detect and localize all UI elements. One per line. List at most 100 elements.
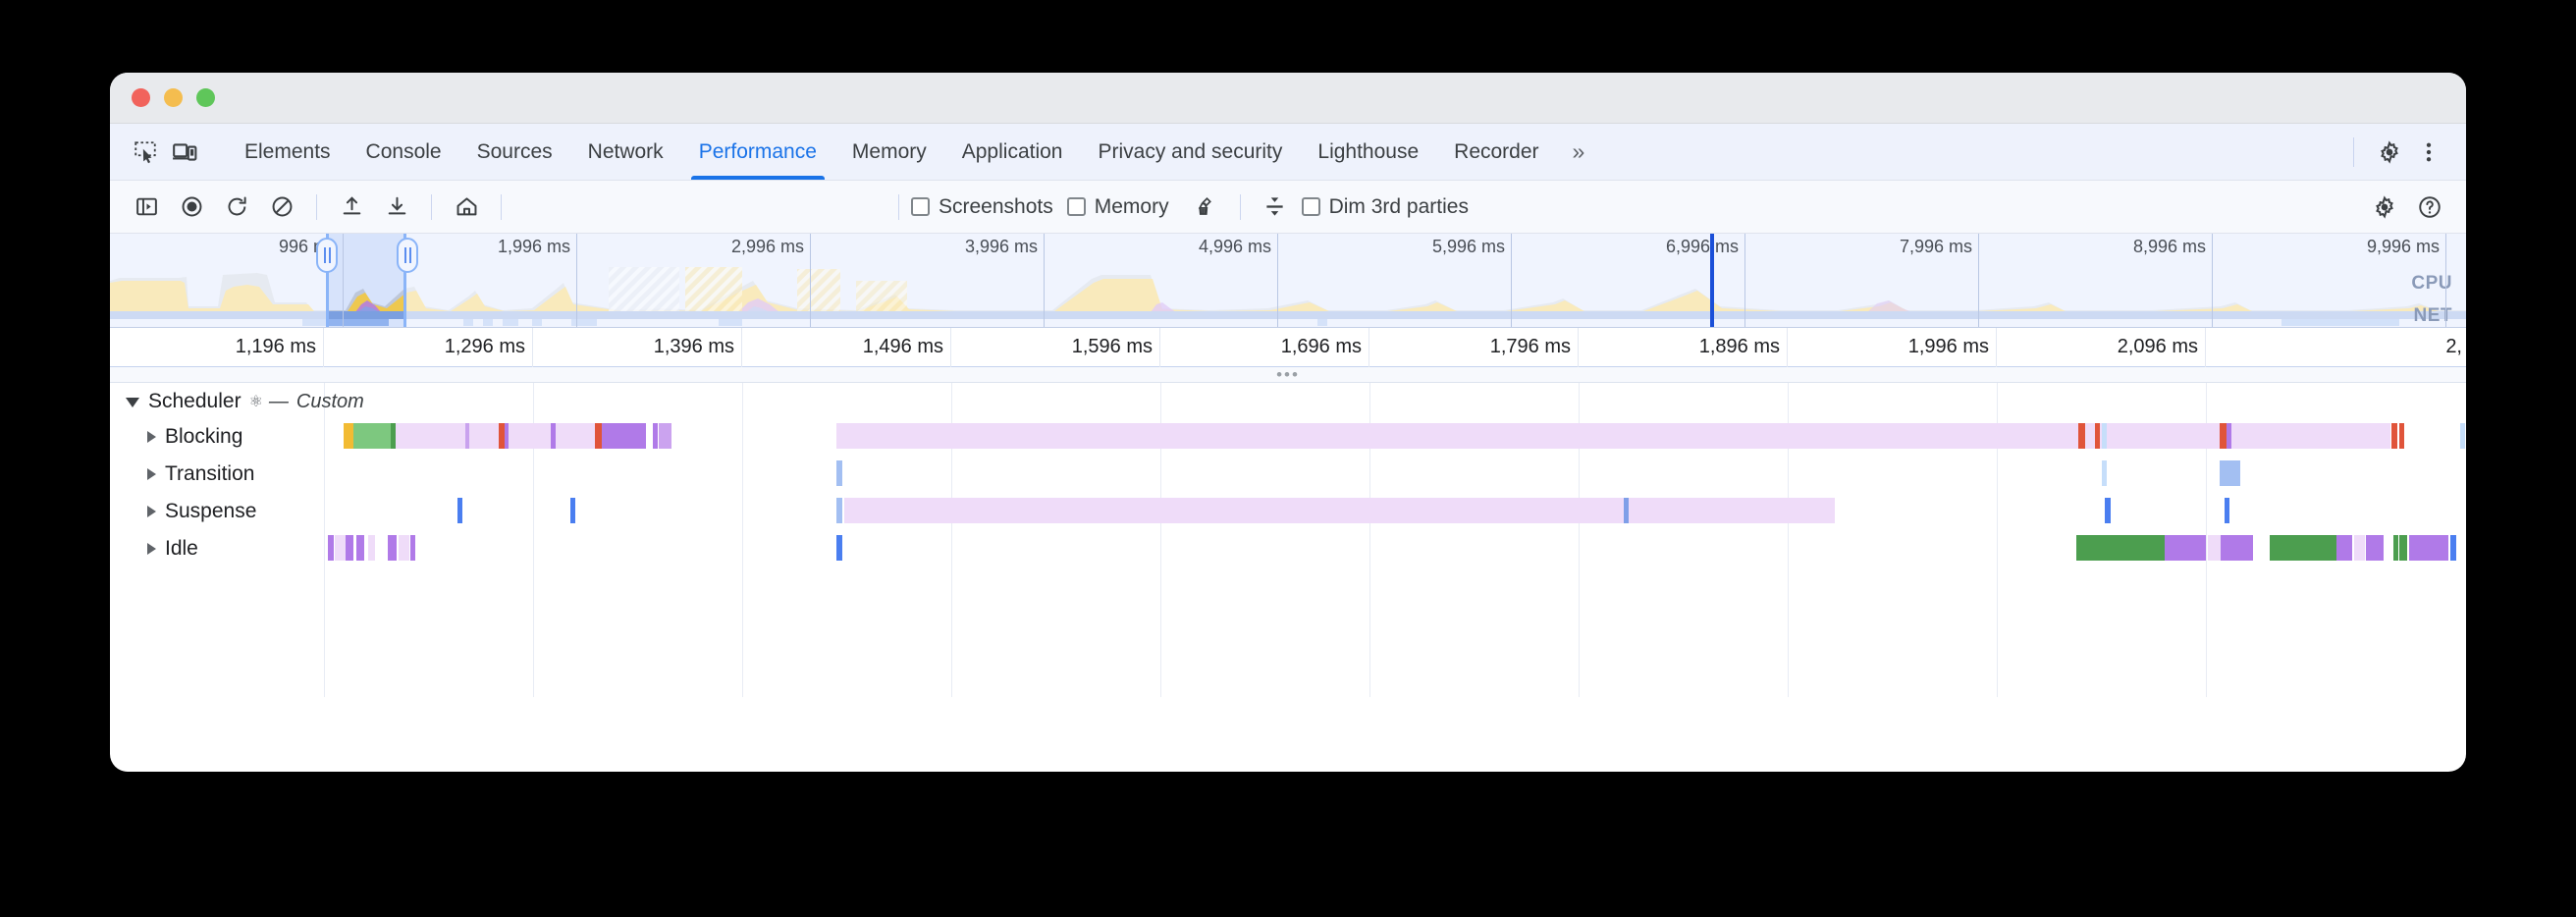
memory-checkbox-box[interactable]: [1066, 197, 1086, 216]
flame-event[interactable]: [595, 423, 603, 449]
track-label-blocking[interactable]: Blocking: [147, 418, 242, 456]
flame-event[interactable]: [367, 535, 375, 561]
track-group-scheduler[interactable]: Scheduler ⚛ — Custom: [110, 383, 2466, 418]
flame-event[interactable]: [653, 423, 658, 449]
tab-memory[interactable]: Memory: [834, 124, 944, 180]
chevron-right-icon[interactable]: [147, 543, 156, 555]
chevron-right-icon[interactable]: [147, 506, 156, 517]
flame-event[interactable]: [2102, 460, 2108, 486]
inspect-element-icon[interactable]: [126, 133, 165, 172]
tab-privacy-and-security[interactable]: Privacy and security: [1080, 124, 1300, 180]
record-icon[interactable]: [171, 189, 212, 226]
close-window-button[interactable]: [132, 88, 150, 107]
maximize-window-button[interactable]: [196, 88, 215, 107]
flame-event[interactable]: [343, 423, 354, 449]
toggle-sidebar-icon[interactable]: [126, 189, 167, 226]
screenshots-checkbox-box[interactable]: [911, 197, 930, 216]
track-label-suspense[interactable]: Suspense: [147, 493, 256, 530]
device-toolbar-icon[interactable]: [165, 133, 204, 172]
flame-event[interactable]: [658, 423, 671, 449]
flame-event[interactable]: [550, 423, 557, 449]
more-options-icon[interactable]: [2409, 133, 2448, 172]
dim-3rd-parties-checkbox[interactable]: Dim 3rd parties: [1301, 195, 1469, 219]
window-right-handle[interactable]: [397, 238, 418, 273]
track-row-blocking[interactable]: Blocking: [110, 418, 2466, 456]
flame-event[interactable]: [2075, 535, 2165, 561]
flame-event[interactable]: [2226, 423, 2232, 449]
flame-event[interactable]: [2104, 498, 2112, 523]
reload-and-record-icon[interactable]: [216, 189, 257, 226]
clear-icon[interactable]: [261, 189, 302, 226]
flame-event[interactable]: [2220, 460, 2240, 486]
track-group-label[interactable]: Scheduler ⚛ — Custom: [126, 383, 364, 420]
flame-event[interactable]: [2336, 535, 2352, 561]
screenshots-checkbox[interactable]: Screenshots: [911, 195, 1053, 219]
track-label-transition[interactable]: Transition: [147, 456, 254, 493]
tab-sources[interactable]: Sources: [459, 124, 570, 180]
flame-event[interactable]: [2095, 423, 2101, 449]
upload-profile-icon[interactable]: [331, 189, 372, 226]
flame-event[interactable]: [328, 535, 334, 561]
flame-event[interactable]: [2164, 535, 2206, 561]
tab-recorder[interactable]: Recorder: [1436, 124, 1556, 180]
track-row-idle[interactable]: Idle: [110, 530, 2466, 567]
tab-elements[interactable]: Elements: [227, 124, 349, 180]
tab-performance[interactable]: Performance: [681, 124, 834, 180]
flame-event[interactable]: [570, 498, 576, 523]
flame-event[interactable]: [843, 498, 1835, 523]
flame-event[interactable]: [836, 423, 2219, 449]
flame-event[interactable]: [2354, 535, 2365, 561]
timeline-ruler[interactable]: 1,196 ms 1,296 ms 1,396 ms 1,496 ms 1,59…: [110, 328, 2466, 367]
flame-chart[interactable]: Scheduler ⚛ — Custom Blocking Transition: [110, 383, 2466, 697]
flame-event[interactable]: [2460, 423, 2466, 449]
gear-icon[interactable]: [2370, 133, 2409, 172]
download-profile-icon[interactable]: [376, 189, 417, 226]
overview-selection-window[interactable]: [326, 234, 406, 327]
flame-event[interactable]: [2450, 535, 2456, 561]
flame-event[interactable]: [509, 423, 551, 449]
flame-event[interactable]: [602, 423, 608, 449]
flame-event[interactable]: [505, 423, 510, 449]
track-row-transition[interactable]: Transition: [110, 456, 2466, 493]
window-left-handle[interactable]: [316, 238, 338, 273]
timeline-overview[interactable]: 996 ms 1,996 ms 2,996 ms 3,996 ms 4,996 …: [110, 234, 2466, 328]
flame-event[interactable]: [2409, 535, 2448, 561]
tab-console[interactable]: Console: [349, 124, 459, 180]
flame-event[interactable]: [2391, 423, 2398, 449]
tab-application[interactable]: Application: [944, 124, 1081, 180]
tab-lighthouse[interactable]: Lighthouse: [1300, 124, 1436, 180]
capture-settings-icon[interactable]: [2364, 189, 2405, 226]
flame-event[interactable]: [355, 535, 365, 561]
flame-event[interactable]: [836, 498, 842, 523]
flame-event[interactable]: [346, 535, 354, 561]
flame-event[interactable]: [836, 460, 842, 486]
flame-event[interactable]: [2221, 535, 2253, 561]
flame-event[interactable]: [607, 423, 646, 449]
flame-event[interactable]: [395, 423, 465, 449]
chevron-right-icon[interactable]: [147, 468, 156, 480]
help-icon[interactable]: [2409, 189, 2450, 226]
tab-network[interactable]: Network: [570, 124, 681, 180]
flame-event[interactable]: [457, 498, 463, 523]
chevron-down-icon[interactable]: [126, 398, 139, 407]
collect-garbage-icon[interactable]: [1185, 189, 1226, 226]
flame-event[interactable]: [2078, 423, 2085, 449]
flame-event[interactable]: [335, 535, 346, 561]
flame-event[interactable]: [399, 535, 409, 561]
dim-3rd-parties-checkbox-box[interactable]: [1301, 197, 1320, 216]
flame-event[interactable]: [410, 535, 416, 561]
collapse-tracks-icon[interactable]: [1255, 189, 1296, 226]
more-tabs-icon[interactable]: »: [1557, 124, 1601, 180]
flame-event[interactable]: [2398, 535, 2407, 561]
flame-event[interactable]: [2269, 535, 2336, 561]
flame-event[interactable]: [2102, 423, 2108, 449]
flame-event[interactable]: [464, 423, 469, 449]
panel-resizer-handle[interactable]: •••: [110, 366, 2466, 383]
flame-event[interactable]: [836, 535, 843, 561]
memory-checkbox[interactable]: Memory: [1066, 195, 1169, 219]
flame-event[interactable]: [2108, 423, 2221, 449]
flame-event[interactable]: [2366, 535, 2384, 561]
home-icon[interactable]: [446, 189, 487, 226]
flame-event[interactable]: [499, 423, 505, 449]
flame-event[interactable]: [388, 535, 397, 561]
